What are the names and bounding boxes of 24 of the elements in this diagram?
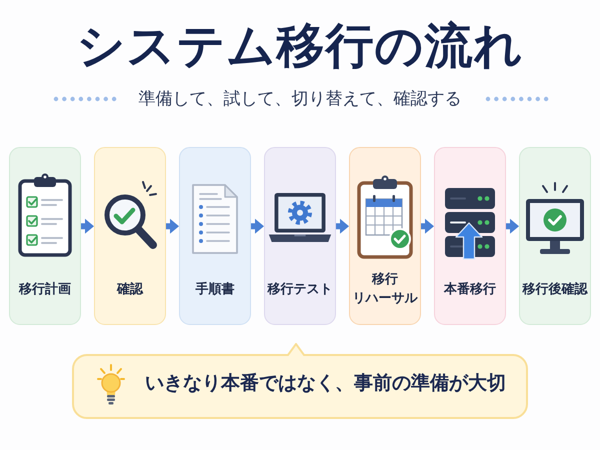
arrow — [81, 218, 94, 234]
step-card — [179, 147, 251, 325]
step-label: 移行計画 — [19, 280, 71, 299]
subtitle: 準備して、試して、切り替えて、確認する — [138, 89, 462, 110]
step-card — [94, 147, 166, 325]
arrow — [506, 218, 519, 234]
step-card — [349, 147, 421, 325]
arrow — [251, 218, 264, 234]
arrow — [336, 218, 349, 234]
arrow — [166, 218, 179, 234]
step-label: 移行リハーサル — [352, 271, 419, 308]
step-label: 移行後確認 — [522, 280, 588, 299]
step-card — [264, 147, 336, 325]
step-card — [9, 147, 81, 325]
step-label: 確認 — [117, 280, 143, 299]
step-label: 手順書 — [196, 280, 234, 299]
step-card — [519, 147, 591, 325]
step-card — [434, 147, 506, 325]
callout-box — [72, 343, 528, 419]
arrow — [421, 218, 434, 234]
step-label: 本番移行 — [444, 280, 496, 299]
step-label: 移行テスト — [268, 280, 332, 299]
callout-text: いきなり本番ではなく、事前の準備が大切 — [145, 371, 506, 396]
title: システム移行の流れ — [76, 20, 524, 73]
